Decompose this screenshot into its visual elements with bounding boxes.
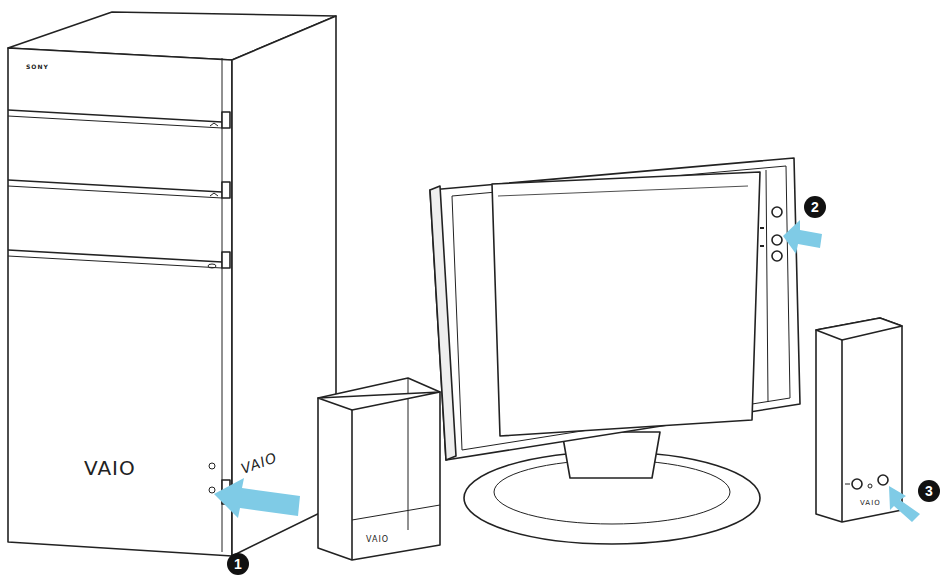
indicator	[868, 484, 872, 488]
indicator	[209, 487, 215, 493]
speaker-edge	[841, 340, 843, 522]
monitor-frame	[430, 158, 800, 460]
speaker-left	[318, 378, 440, 560]
speaker-right	[816, 318, 902, 522]
callout-number: 2	[804, 196, 826, 218]
callout-number: 1	[227, 553, 249, 575]
tower-front	[8, 48, 232, 556]
speaker-edge	[351, 410, 353, 560]
button-strip	[766, 170, 768, 402]
brand-logo: VAIO	[366, 536, 389, 544]
power-knob	[878, 475, 888, 485]
speaker-top	[816, 318, 902, 340]
tick	[760, 245, 764, 247]
brand-logo: VAIO	[84, 458, 136, 478]
eject-mark	[210, 123, 218, 196]
pointer-arrow	[783, 220, 822, 254]
monitor-side	[430, 186, 456, 460]
speaker-edge	[408, 378, 409, 530]
drive-bay-line	[8, 180, 222, 192]
eject-mark	[208, 264, 216, 268]
drive-bay-line	[8, 186, 222, 198]
callout-number: 3	[918, 480, 940, 502]
monitor-screen	[492, 172, 760, 436]
eject-tab	[222, 182, 230, 198]
volume-knob	[852, 479, 862, 489]
monitor-bezel	[452, 166, 790, 450]
tick	[760, 227, 764, 229]
brand-logo: VAIO	[860, 500, 881, 507]
tick	[845, 484, 850, 485]
screen-edge	[498, 186, 748, 196]
eject-tab	[222, 252, 230, 268]
drive-bay-line	[8, 110, 222, 122]
drive-bay-line	[8, 250, 222, 262]
monitor-button	[772, 251, 782, 261]
monitor-button	[772, 235, 782, 245]
speaker-top	[318, 392, 440, 410]
monitor-button	[772, 207, 782, 217]
indicator	[209, 463, 215, 469]
brand-logo: SONY	[26, 64, 49, 70]
pointer-arrow	[214, 478, 300, 518]
drive-bay-line	[8, 256, 222, 268]
drive-bay-line	[8, 116, 222, 128]
eject-tab	[222, 112, 230, 128]
speaker-grille-edge	[352, 505, 440, 520]
tower-edge	[222, 58, 223, 552]
pointer-arrow	[889, 486, 920, 522]
